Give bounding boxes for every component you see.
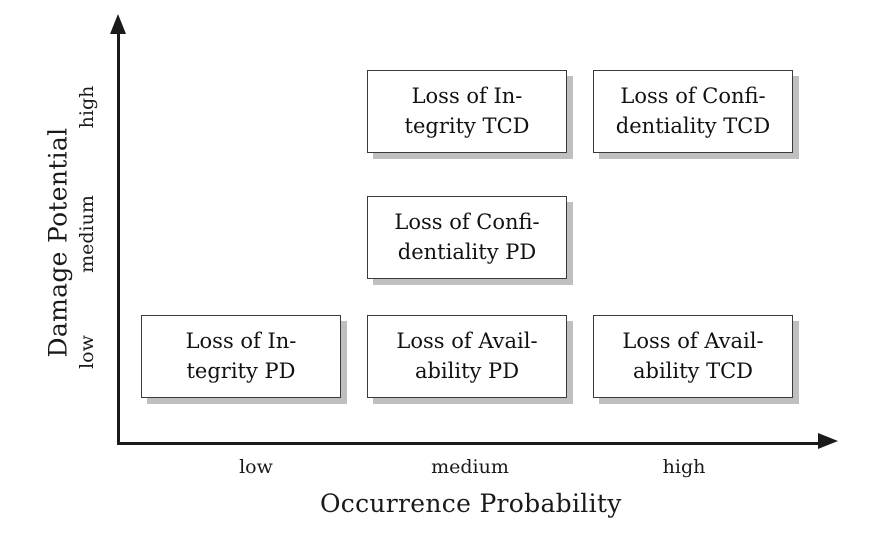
y-axis-title: Damage Potential	[43, 127, 73, 358]
y-axis-arrow-icon	[110, 14, 126, 34]
x-tick-label-low: low	[239, 456, 273, 478]
y-axis-line	[117, 30, 120, 445]
risk-cell-line-1: Loss of Avail-	[622, 328, 764, 353]
y-tick-label-low: low	[76, 335, 98, 369]
risk-cell-line-2: ability TCD	[632, 358, 753, 383]
risk-cell-line-2: tegrity PD	[186, 358, 296, 383]
risk-cell-line-1: Loss of Confi-	[620, 83, 766, 108]
risk-cell-line-2: ability PD	[414, 358, 520, 383]
risk-cell-confidentiality-pd[interactable]: Loss of Confi- dentiality PD	[367, 196, 567, 279]
x-tick-label-high: high	[662, 456, 706, 478]
x-axis-line	[117, 442, 823, 445]
risk-cell-confidentiality-tcd[interactable]: Loss of Confi- dentiality TCD	[593, 70, 793, 153]
risk-cell-integrity-pd[interactable]: Loss of In- tegrity PD	[141, 315, 341, 398]
risk-cell-availability-pd[interactable]: Loss of Avail- ability PD	[367, 315, 567, 398]
risk-cell-line-1: Loss of Avail-	[396, 328, 538, 353]
x-tick-label-medium: medium	[431, 456, 509, 478]
y-tick-label-medium: medium	[76, 195, 98, 273]
risk-cell-line-1: Loss of In-	[185, 328, 297, 353]
risk-cell-line-2: dentiality TCD	[615, 113, 771, 138]
risk-cell-line-1: Loss of Confi-	[394, 209, 540, 234]
risk-cell-integrity-tcd[interactable]: Loss of In- tegrity TCD	[367, 70, 567, 153]
x-axis-title: Occurrence Probability	[320, 489, 622, 518]
risk-cell-line-2: tegrity TCD	[404, 113, 530, 138]
y-tick-label-high: high	[76, 85, 98, 129]
risk-cell-availability-tcd[interactable]: Loss of Avail- ability TCD	[593, 315, 793, 398]
risk-cell-line-2: dentiality PD	[397, 239, 537, 264]
risk-cell-line-1: Loss of In-	[411, 83, 523, 108]
x-axis-arrow-icon	[818, 433, 838, 449]
